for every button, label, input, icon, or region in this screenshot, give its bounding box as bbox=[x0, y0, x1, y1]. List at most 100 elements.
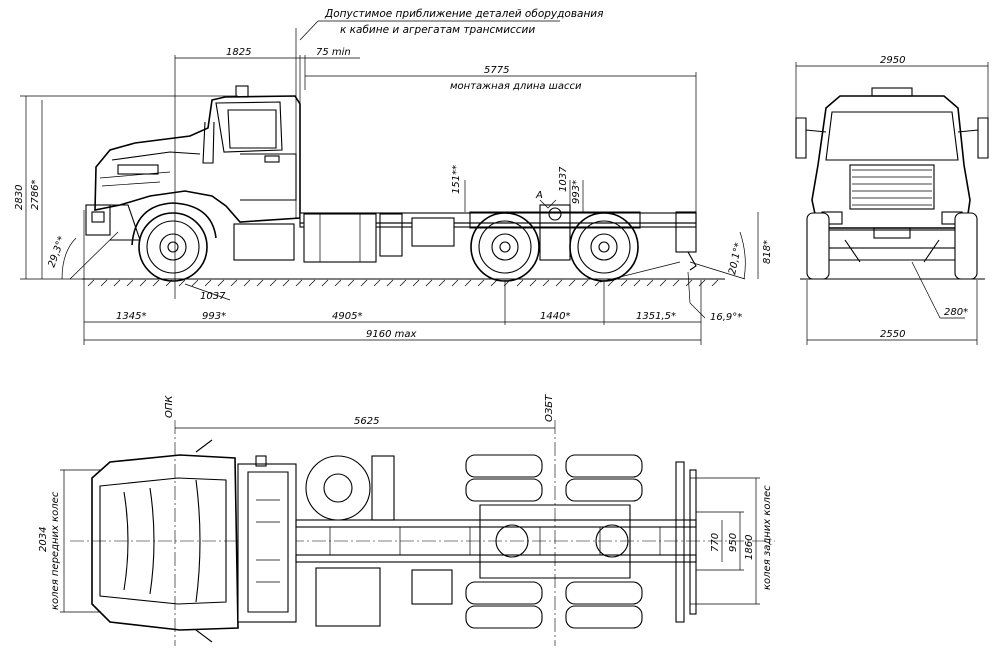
ground-hatch bbox=[451, 279, 459, 287]
dim-2830-label: 2830 bbox=[14, 185, 25, 210]
opk-label: ОПК bbox=[164, 395, 175, 418]
ground-hatch bbox=[282, 279, 290, 287]
departure-angle: 20,1°* 818* bbox=[689, 212, 773, 280]
departure-angle-label: 20,1°* bbox=[727, 242, 744, 276]
dim-151-label: 151** bbox=[451, 165, 462, 194]
ground-hatch bbox=[607, 279, 615, 287]
ground-hatch bbox=[243, 279, 251, 287]
dim-1860-label: 1860 bbox=[744, 535, 755, 560]
ground-hatch bbox=[399, 279, 407, 287]
dim-2034-label: 2034 bbox=[38, 527, 49, 552]
frame-height-label: 818* bbox=[762, 240, 773, 264]
front-cab bbox=[795, 87, 989, 249]
front-view: 2950 2550 280* bbox=[795, 55, 989, 345]
dim-2550-label: 2550 bbox=[880, 329, 905, 340]
ground-hatch bbox=[646, 279, 654, 287]
dim-993-rear-label: 993* bbox=[571, 180, 582, 204]
dim-4905-label: 4905* bbox=[332, 311, 362, 322]
dim-2786-label: 2786* bbox=[30, 180, 41, 210]
dim-75min-label: 75 min bbox=[316, 47, 351, 58]
approach-angle: 29,3°* bbox=[46, 231, 119, 280]
rear-end bbox=[675, 211, 697, 271]
ground-hatch bbox=[568, 279, 576, 287]
dim-1440-label: 1440* bbox=[540, 311, 570, 322]
front-wheel bbox=[131, 202, 217, 282]
ground-line bbox=[82, 278, 725, 287]
dim-height: 2830 2786* bbox=[14, 96, 43, 279]
clearance-note: Допустимое приближение деталей оборудова… bbox=[299, 8, 603, 41]
ground-hatch bbox=[620, 279, 628, 287]
dim-75min: 75 min bbox=[300, 47, 360, 59]
ground-hatch bbox=[386, 279, 394, 287]
front-axle-dims: 1037 bbox=[184, 283, 231, 302]
clearance-note-line1: Допустимое приближение деталей оборудова… bbox=[324, 8, 603, 20]
dim-1825: 1825 bbox=[175, 47, 300, 59]
ground-hatch bbox=[412, 279, 420, 287]
dim-1825-label: 1825 bbox=[226, 47, 251, 58]
ground-hatch bbox=[516, 279, 524, 287]
ground-hatch bbox=[659, 279, 667, 287]
dim-5775: 5775 монтажная длина шасси bbox=[305, 65, 696, 92]
ozbt-label: ОЗБТ bbox=[544, 394, 555, 422]
ground-hatch bbox=[334, 279, 342, 287]
ground-hatch bbox=[438, 279, 446, 287]
ground-hatch bbox=[711, 279, 719, 287]
dim-280-label: 280* bbox=[944, 307, 968, 318]
ground-hatch bbox=[347, 279, 355, 287]
dim-5625-label: 5625 bbox=[354, 416, 379, 427]
dim-1345-label: 1345* bbox=[116, 311, 146, 322]
dim-1351-label: 1351,5* bbox=[636, 311, 676, 322]
rear-track-label: колея задних колес bbox=[762, 485, 773, 590]
ground-hatch bbox=[126, 279, 134, 287]
ground-hatch bbox=[87, 279, 95, 287]
ramp-angle: 16,9°* bbox=[599, 261, 742, 323]
dim-5775-label: 5775 bbox=[484, 65, 509, 76]
ground-hatch bbox=[555, 279, 563, 287]
ground-hatch bbox=[360, 279, 368, 287]
ground-hatch bbox=[672, 279, 680, 287]
ground-hatch bbox=[191, 279, 199, 287]
ground-hatch bbox=[490, 279, 498, 287]
ground-hatch bbox=[113, 279, 121, 287]
ground-hatch bbox=[204, 279, 212, 287]
side-view: 1825 75 min 5775 монтажная длина шасси 2… bbox=[14, 28, 773, 345]
ozbt-line: ОЗБТ bbox=[544, 394, 556, 646]
dim-770-label: 770 bbox=[710, 533, 721, 552]
ground-hatch bbox=[308, 279, 316, 287]
opk-line: ОПК bbox=[164, 395, 176, 646]
ground-hatch bbox=[464, 279, 472, 287]
approach-angle-label: 29,3°* bbox=[46, 235, 67, 269]
top-rear-wheels bbox=[465, 454, 643, 629]
ground-hatch bbox=[542, 279, 550, 287]
frame-point-dims: 151** 1037 993* A bbox=[451, 165, 584, 212]
front-wheels bbox=[806, 212, 978, 280]
ground-hatch bbox=[139, 279, 147, 287]
dim-front-track: 2034 колея передних колес bbox=[38, 469, 100, 613]
top-view: ОПК ОЗБТ 5625 2034 колея передних колес … bbox=[38, 394, 775, 646]
ground-hatch bbox=[425, 279, 433, 287]
dim-5625: 5625 bbox=[175, 416, 555, 429]
ground-hatch bbox=[230, 279, 238, 287]
dim-rear-track: 1860 колея задних колес bbox=[690, 477, 773, 605]
ground-hatch bbox=[217, 279, 225, 287]
dim-280: 280* bbox=[911, 261, 968, 319]
fuel-tank bbox=[233, 213, 455, 263]
dim-2950: 2950 bbox=[795, 55, 989, 118]
ground-hatch bbox=[373, 279, 381, 287]
clearance-note-line2: к кабине и агрегатам трансмиссии bbox=[340, 24, 535, 36]
dim-9160-label: 9160 max bbox=[366, 329, 416, 340]
front-track-label: колея передних колес bbox=[50, 491, 61, 610]
top-rear-end bbox=[675, 461, 697, 623]
ground-hatch bbox=[100, 279, 108, 287]
ground-hatch bbox=[477, 279, 485, 287]
dim-2550: 2550 bbox=[806, 280, 978, 345]
cab bbox=[94, 85, 301, 223]
ground-hatch bbox=[295, 279, 303, 287]
ground-hatch bbox=[178, 279, 186, 287]
dim-1037-rear-label: 1037 bbox=[558, 166, 569, 192]
ground-hatch bbox=[633, 279, 641, 287]
top-tank bbox=[315, 567, 453, 627]
ground-hatch bbox=[321, 279, 329, 287]
ground-hatch bbox=[581, 279, 589, 287]
